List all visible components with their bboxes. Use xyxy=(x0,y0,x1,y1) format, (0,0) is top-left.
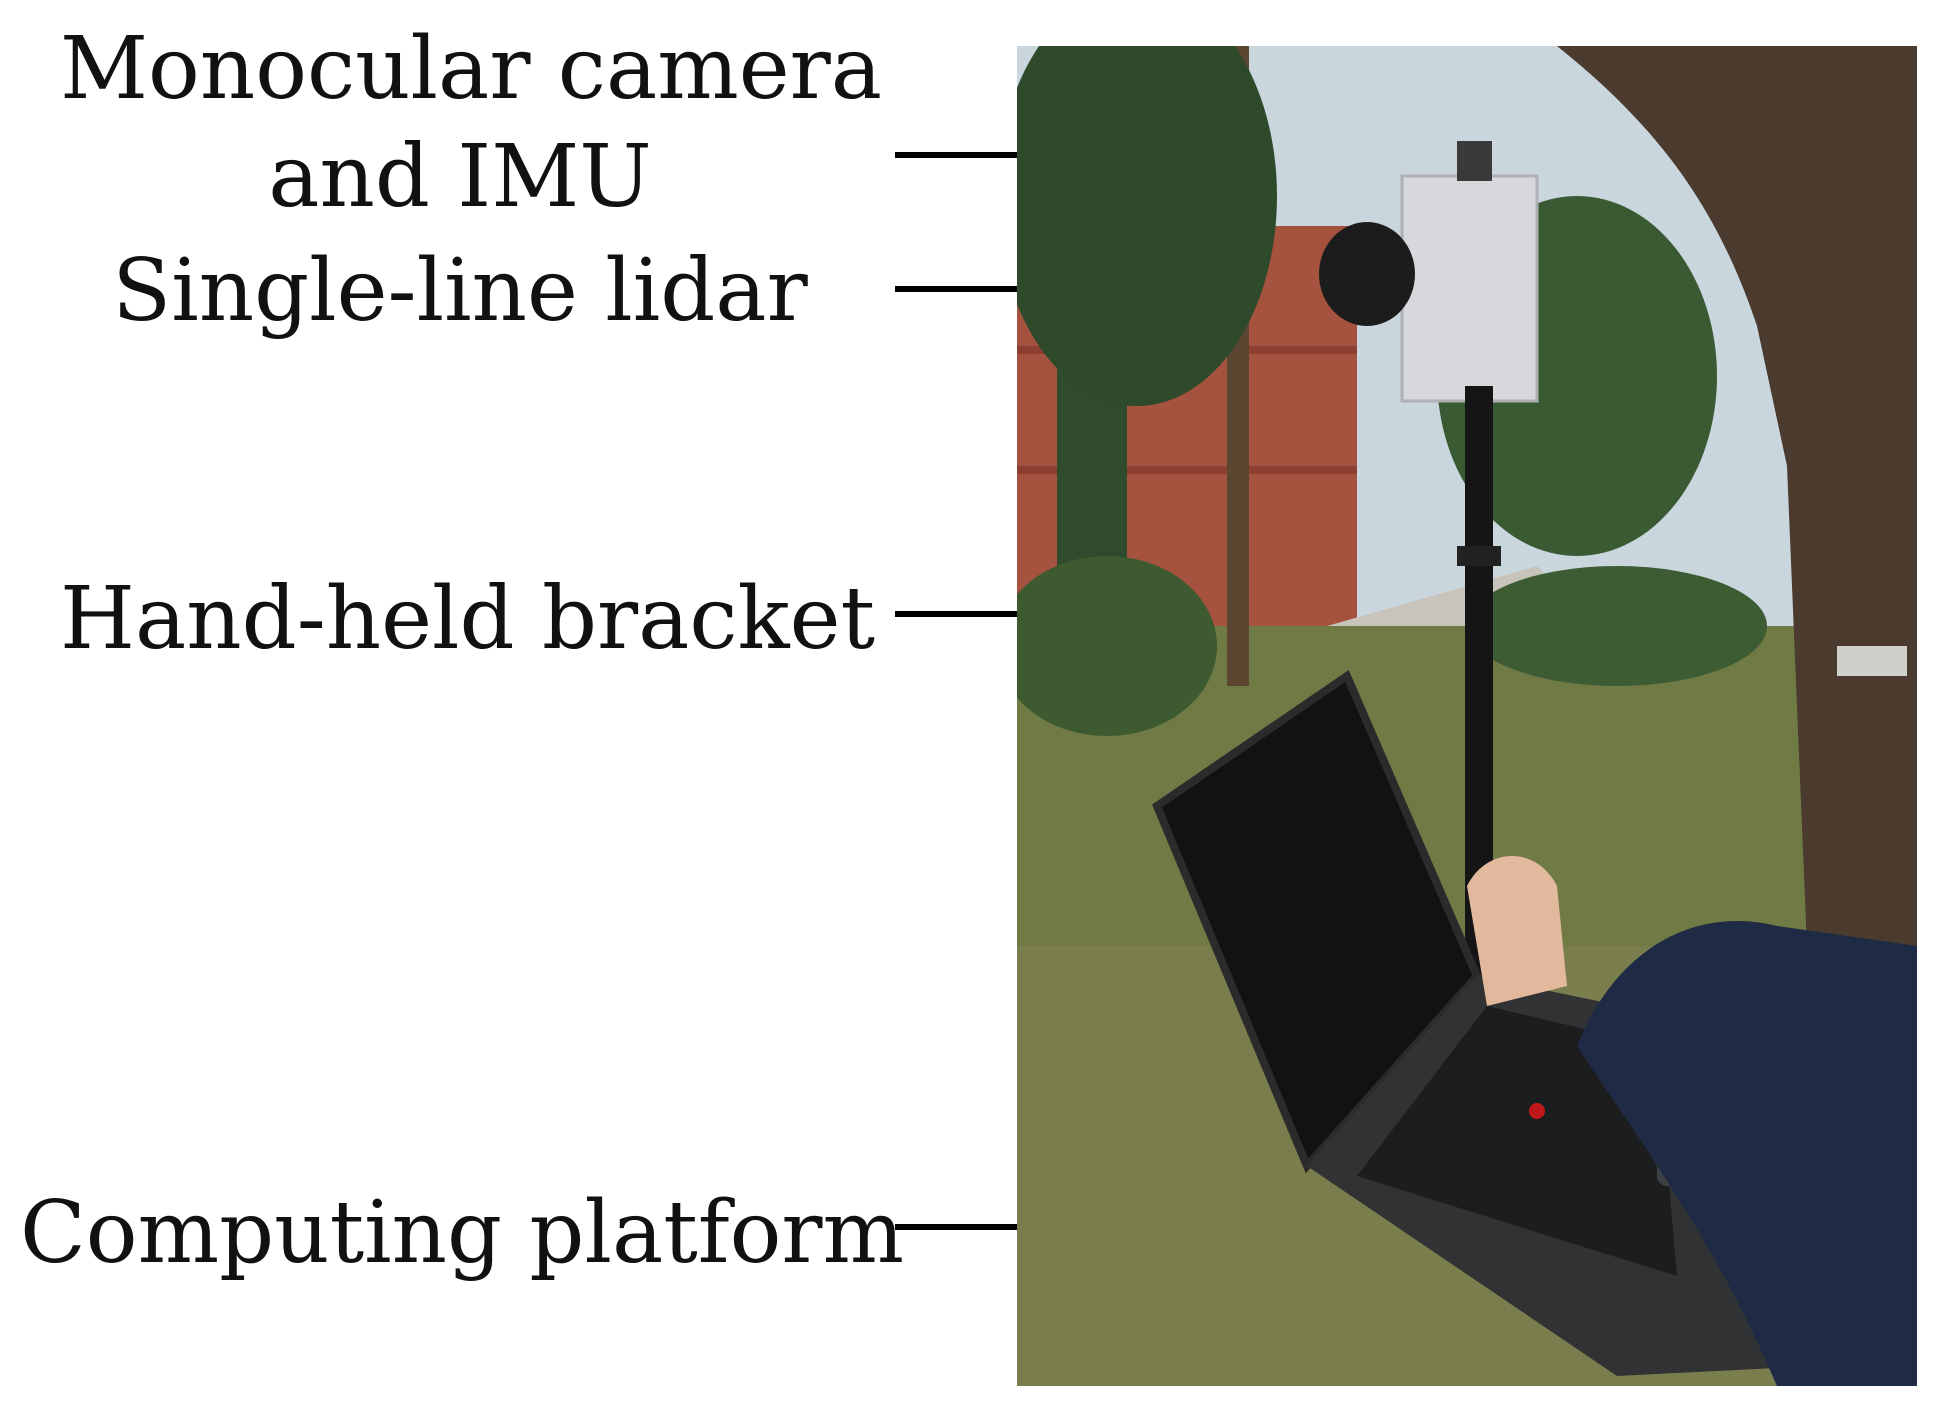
photo-illustration xyxy=(1017,46,1917,1386)
label-bracket: Hand-held bracket xyxy=(60,569,876,669)
label-camera-line2: and IMU xyxy=(268,126,652,227)
lidar-puck xyxy=(1319,222,1415,326)
bush-left xyxy=(1017,556,1217,736)
tree-trunk-right xyxy=(1557,46,1917,946)
hand xyxy=(1467,856,1567,1006)
field-device-photo xyxy=(1017,46,1917,1386)
person-arm xyxy=(1577,921,1917,1386)
label-camera-line1: Monocular camera xyxy=(60,19,883,119)
label-lidar: Single-line lidar xyxy=(112,241,808,341)
label-computing-platform: Computing platform xyxy=(20,1183,905,1283)
camera-imu-box xyxy=(1400,174,1539,403)
label-camera-imu: Monocular camera and IMU xyxy=(60,16,883,231)
